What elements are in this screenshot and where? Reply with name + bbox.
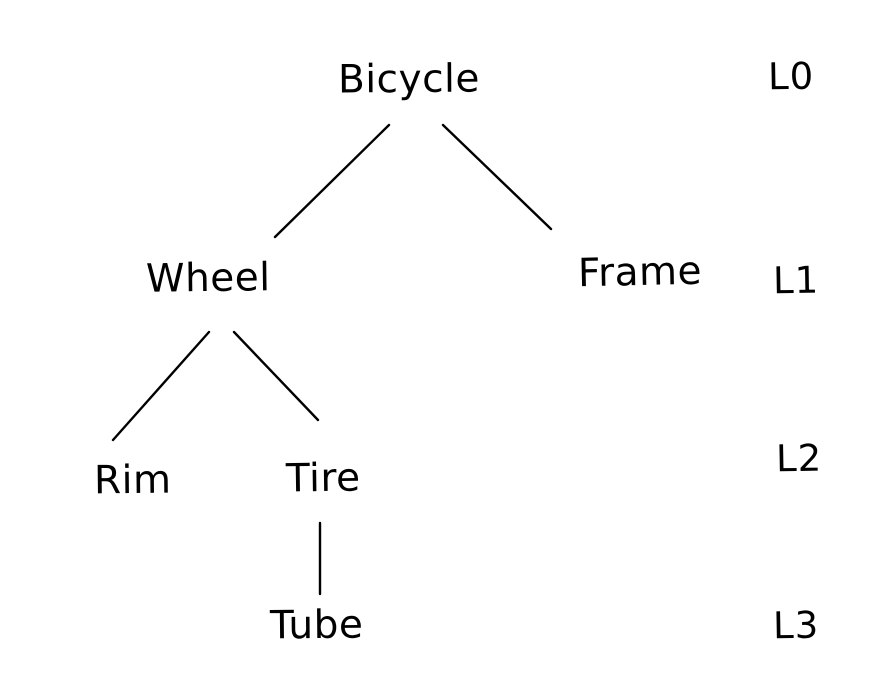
level-label-l1: L1 <box>772 258 820 303</box>
edge-wheel-tire <box>232 330 320 422</box>
level-label-l2: L2 <box>775 436 823 481</box>
edge-wheel-rim <box>111 330 211 442</box>
edge-bicycle-wheel <box>273 123 391 239</box>
tree-node-bicycle: Bicycle <box>337 56 481 103</box>
tree-node-wheel: Wheel <box>145 255 271 302</box>
tree-node-tube: Tube <box>269 602 364 649</box>
tree-node-rim: Rim <box>93 457 172 504</box>
tree-node-tire: Tire <box>285 455 361 502</box>
level-label-l3: L3 <box>772 603 820 648</box>
tree-node-frame: Frame <box>577 248 703 297</box>
edge-bicycle-frame <box>441 123 553 231</box>
level-label-l0: L0 <box>767 54 815 99</box>
